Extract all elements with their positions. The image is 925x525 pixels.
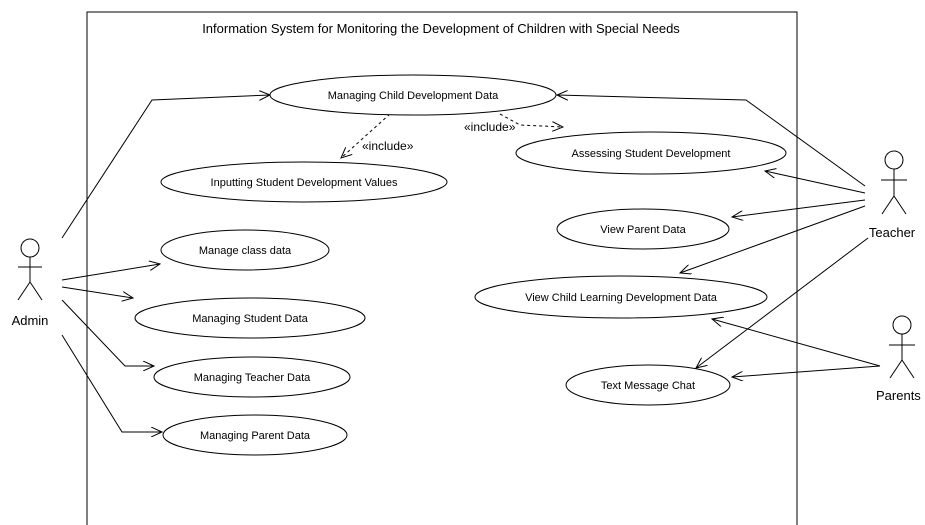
actor-admin-label: Admin — [12, 313, 49, 328]
use-case-managing-teacher-data: Managing Teacher Data — [153, 356, 351, 398]
svg-text:Text Message Chat: Text Message Chat — [601, 380, 695, 392]
use-case-managing-student-data: Managing Student Data — [134, 297, 366, 339]
use-case-inputting-student-development-values: Inputting Student Development Values — [160, 161, 448, 203]
svg-text:Inputting Student Development: Inputting Student Development Values — [211, 177, 398, 189]
stick-figure-icon — [881, 150, 907, 215]
actor-teacher: Teacher — [869, 150, 916, 240]
include-arrow-assessing-development — [499, 113, 563, 127]
use-case-assessing-student-development: Assessing Student Development — [515, 131, 787, 175]
include-label-inputting-values: «include» — [362, 139, 414, 153]
use-case-manage-class-data: Manage class data — [160, 229, 330, 271]
include-arrow-inputting-values — [341, 113, 391, 158]
actor-admin: Admin — [12, 238, 49, 328]
include-label-assessing-development: «include» — [464, 120, 516, 134]
association-teacher-view-child-learning — [680, 205, 866, 273]
association-admin-managing-student — [61, 286, 133, 298]
association-teacher-managing-child-development — [557, 95, 866, 187]
association-teacher-text-chat — [696, 237, 869, 368]
svg-text:Assessing Student Development: Assessing Student Development — [572, 148, 731, 160]
svg-text:Managing Parent Data: Managing Parent Data — [200, 430, 311, 442]
association-teacher-view-parent-data — [732, 199, 866, 217]
system-title: Information System for Monitoring the De… — [202, 21, 680, 36]
actor-parents: Parents — [876, 315, 921, 403]
association-admin-managing-parent — [61, 334, 162, 432]
svg-text:Managing Child Development Dat: Managing Child Development Data — [328, 90, 499, 102]
association-admin-managing-teacher — [61, 299, 154, 366]
use-case-managing-child-development-data: Managing Child Development Data — [269, 74, 557, 116]
stick-figure-icon — [17, 238, 43, 301]
svg-text:Managing Teacher Data: Managing Teacher Data — [194, 372, 311, 384]
use-case-managing-parent-data: Managing Parent Data — [162, 414, 348, 456]
actor-parents-label: Parents — [876, 388, 921, 403]
svg-text:View Parent Data: View Parent Data — [600, 224, 686, 236]
svg-text:View Child Learning Developmen: View Child Learning Development Data — [525, 292, 718, 304]
association-teacher-assessing-development — [765, 171, 866, 194]
use-case-text-message-chat: Text Message Chat — [565, 364, 731, 406]
association-parents-text-chat — [732, 365, 881, 377]
use-case-view-child-learning-development-data: View Child Learning Development Data — [474, 275, 768, 319]
svg-text:Manage class data: Manage class data — [199, 245, 292, 257]
svg-text:Managing Student Data: Managing Student Data — [192, 313, 308, 325]
use-case-view-parent-data: View Parent Data — [556, 208, 730, 250]
association-parents-view-child-learning — [712, 319, 881, 367]
stick-figure-icon — [889, 315, 915, 379]
association-admin-manage-class — [61, 264, 160, 281]
association-admin-managing-child-development — [61, 95, 270, 239]
actor-teacher-label: Teacher — [869, 225, 916, 240]
